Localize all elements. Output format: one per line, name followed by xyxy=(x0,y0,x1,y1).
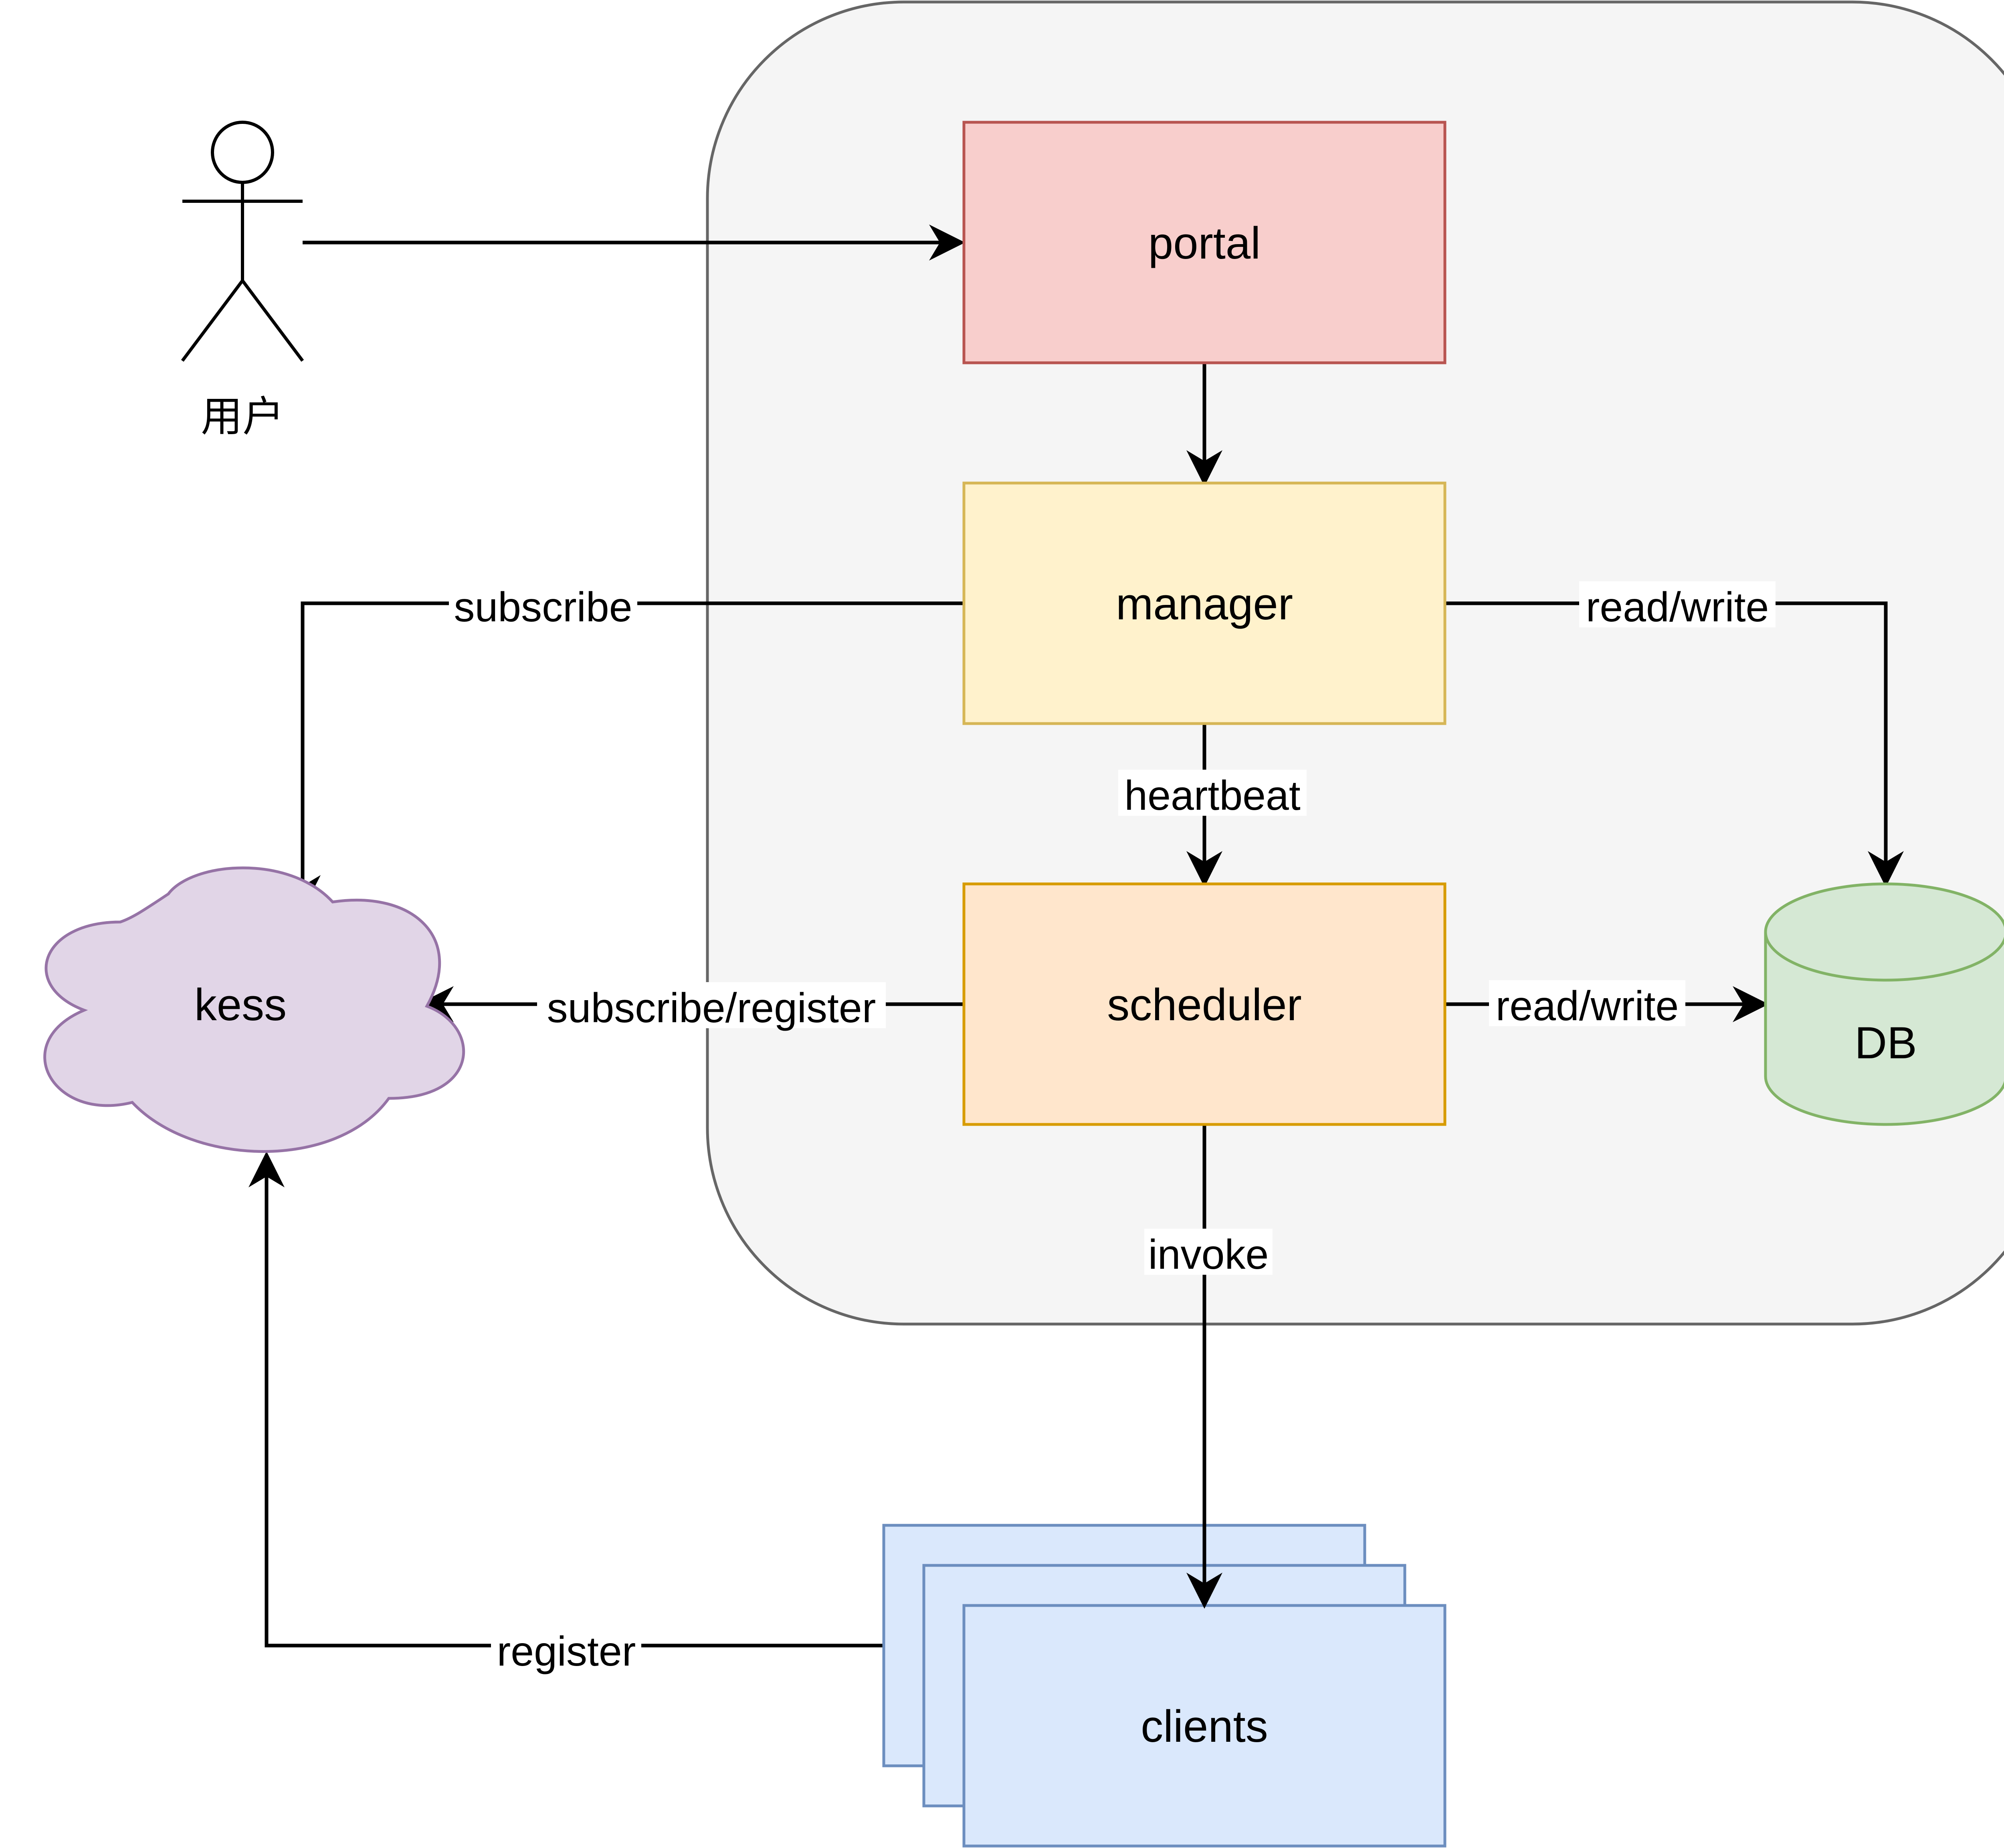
db-cylinder xyxy=(1764,882,2004,1126)
clients-box xyxy=(962,1604,1446,1848)
portal-label: portal xyxy=(1148,218,1261,268)
kess-cloud xyxy=(43,866,465,1153)
manager-label: manager xyxy=(1116,579,1293,629)
edge-label-bg xyxy=(1489,980,1685,1026)
clients-label: clients xyxy=(1141,1701,1268,1751)
scheduler-box xyxy=(962,882,1446,1126)
edge-label-subscribe: subscribe xyxy=(454,584,632,631)
edge-label-invoke: invoke xyxy=(1148,1231,1269,1278)
edge-label-scheduler-db: read/write xyxy=(1496,983,1679,1029)
edge-label-register: register xyxy=(497,1628,636,1675)
edge-label-bg xyxy=(1118,770,1307,816)
user-actor-label: 用户 xyxy=(201,392,284,441)
edge-label-bg xyxy=(491,1626,641,1672)
user-actor xyxy=(181,121,304,362)
edge-label-bg xyxy=(1579,581,1776,627)
edge-label-bg xyxy=(449,581,637,627)
db-label: DB xyxy=(1855,1018,1917,1068)
edge-manager-kess xyxy=(285,601,964,911)
edge-label-heartbeat: heartbeat xyxy=(1124,772,1301,819)
scheduler-label: scheduler xyxy=(1107,980,1302,1030)
edge-label-subscribe-register: subscribe/register xyxy=(547,985,876,1031)
kess-label: kess xyxy=(194,980,287,1030)
portal-box xyxy=(962,121,1446,364)
edge-label-bg xyxy=(1144,1229,1273,1275)
edge-label-bg xyxy=(537,982,886,1028)
edge-clients-kess xyxy=(248,1151,884,1648)
edge-label-manager-db: read/write xyxy=(1586,584,1769,631)
manager-box xyxy=(962,481,1446,725)
